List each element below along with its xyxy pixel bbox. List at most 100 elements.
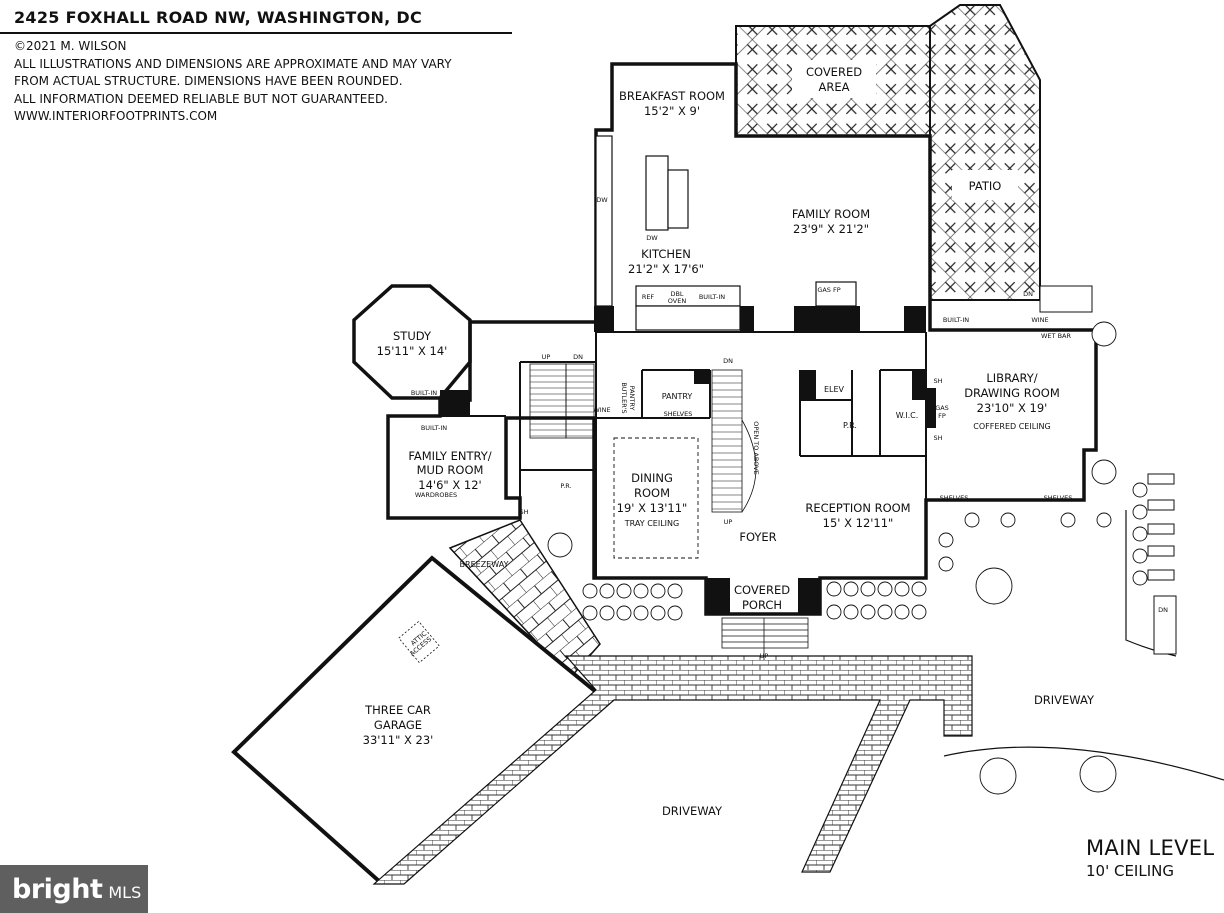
stair-up-label-2: UP	[724, 518, 733, 526]
covered-porch-label: COVERED	[734, 583, 790, 597]
main-staircase	[529, 363, 757, 513]
open-to-above-label: OPEN TO ABOVE	[752, 421, 760, 475]
level-title: MAIN LEVEL	[1086, 836, 1215, 860]
wet-bar-label: WET BAR	[1041, 332, 1071, 340]
shrub	[860, 581, 876, 597]
covered-porch-label-2: PORCH	[742, 598, 782, 612]
brick-paving	[372, 655, 973, 885]
shrub	[1000, 512, 1016, 528]
garage-dim: 33'11" X 23'	[363, 733, 434, 747]
shrub	[582, 605, 598, 621]
patio-area	[735, 4, 1041, 301]
dishwasher-label-2: DW	[646, 234, 658, 242]
family-room-dim: 23'9" X 21'2"	[793, 222, 869, 236]
library-label: LIBRARY/	[986, 371, 1037, 385]
ceiling-height: 10' CEILING	[1086, 862, 1174, 880]
garage-label: THREE CAR	[364, 703, 431, 717]
copyright-text: ©2021 M. WILSON	[14, 39, 127, 53]
shrub	[911, 581, 927, 597]
shrub	[1096, 512, 1112, 528]
dining-room-note: TRAY CEILING	[624, 519, 679, 528]
walk-edge	[1125, 510, 1177, 657]
reception-room-dim: 15' X 12'11"	[823, 516, 894, 530]
refrigerator-label: REF	[642, 293, 655, 301]
logo-brand: bright	[12, 873, 103, 905]
powder-room-label-2: P.R.	[560, 482, 571, 490]
shrub	[616, 605, 632, 621]
shrub	[975, 567, 1013, 605]
breezeway-walk	[448, 519, 601, 680]
shrub	[1060, 512, 1076, 528]
disclaimer-line: FROM ACTUAL STRUCTURE. DIMENSIONS HAVE B…	[14, 74, 403, 88]
shrub	[894, 604, 910, 620]
kitchen-dim: 21'2" X 17'6"	[628, 262, 704, 276]
header-rule	[0, 32, 512, 34]
dishwasher-label: DW	[596, 196, 608, 204]
shrub	[650, 605, 666, 621]
shrub	[667, 605, 683, 621]
shrub	[1079, 755, 1117, 793]
level-title-block: MAIN LEVEL 10' CEILING	[1086, 836, 1214, 880]
shrub	[547, 532, 573, 558]
driveway-right-label: DRIVEWAY	[1034, 693, 1095, 707]
bright-mls-logo: bright MLS	[0, 865, 148, 913]
built-in-label-4: BUILT-IN	[421, 424, 447, 432]
stair-up-label: UP	[542, 353, 551, 361]
garage-label-2: GARAGE	[374, 718, 422, 732]
sh-label-2: SH	[933, 434, 942, 442]
side-down-label: DN	[1158, 606, 1168, 614]
study-dim: 15'11" X 14'	[377, 344, 448, 358]
shrub	[599, 583, 615, 599]
mud-room-label-2: MUD ROOM	[417, 463, 484, 477]
shrub	[826, 604, 842, 620]
mud-room-label: FAMILY ENTRY/	[408, 449, 491, 463]
logo-suffix: MLS	[108, 882, 142, 902]
butlers-pantry-label-2: PANTRY	[628, 386, 636, 411]
tray-ceiling-outline	[613, 437, 699, 559]
mud-room-dim: 14'6" X 12'	[418, 478, 481, 492]
plan-header: 2425 FOXHALL ROAD NW, WASHINGTON, DC ©20…	[0, 8, 512, 123]
shelves-label: SHELVES	[664, 410, 693, 418]
shrub	[911, 604, 927, 620]
study-label: STUDY	[393, 329, 432, 343]
shrub	[877, 581, 893, 597]
stair-down-label: DN	[573, 353, 583, 361]
library-fireplace-label: GAS	[935, 404, 949, 412]
library-fireplace-label-2: FP	[938, 412, 946, 420]
patio-down-label: DN	[1023, 290, 1033, 298]
side-steps	[1039, 285, 1177, 655]
foyer-label: FOYER	[739, 530, 776, 544]
fixture-labels: GAS FP GAS FP REF DBL OVEN BUILT-IN BUIL…	[408, 196, 1168, 660]
dining-room-label-2: ROOM	[634, 486, 670, 500]
shrub	[667, 583, 683, 599]
covered-area-label-2: AREA	[819, 80, 850, 94]
shrub	[1091, 321, 1117, 347]
property-address: 2425 FOXHALL ROAD NW, WASHINGTON, DC	[14, 8, 423, 27]
covered-area-label: COVERED	[806, 65, 862, 79]
built-in-label-2: BUILT-IN	[943, 316, 969, 324]
wine-label-2: WINE	[1031, 316, 1048, 324]
family-room-label: FAMILY ROOM	[792, 207, 870, 221]
front-steps	[721, 617, 809, 660]
shrub	[843, 604, 859, 620]
shrub	[1132, 482, 1148, 498]
shrub	[826, 581, 842, 597]
built-in-label-3: BUILT-IN	[411, 389, 437, 397]
shrub	[979, 757, 1017, 795]
shrub	[616, 583, 632, 599]
shrub	[964, 512, 980, 528]
wine-label: WINE	[593, 406, 610, 414]
sh-label-3: SH	[519, 508, 528, 516]
breakfast-room-label: BREAKFAST ROOM	[619, 89, 725, 103]
dining-room-dim: 19' X 13'11"	[617, 501, 688, 515]
dining-room-label: DINING	[631, 471, 673, 485]
library-note: COFFERED CEILING	[973, 422, 1050, 431]
breezeway-label: BREEZEWAY	[460, 560, 509, 569]
library-label-2: DRAWING ROOM	[964, 386, 1060, 400]
driveway-edge	[943, 746, 1224, 781]
disclaimer-line: ALL ILLUSTRATIONS AND DIMENSIONS ARE APP…	[14, 56, 452, 71]
stair-treads	[530, 369, 742, 510]
room-labels: BREAKFAST ROOM 15'2" X 9' COVERED AREA P…	[363, 65, 1095, 818]
shrub	[633, 605, 649, 621]
landscape-shrubs	[547, 321, 1148, 795]
